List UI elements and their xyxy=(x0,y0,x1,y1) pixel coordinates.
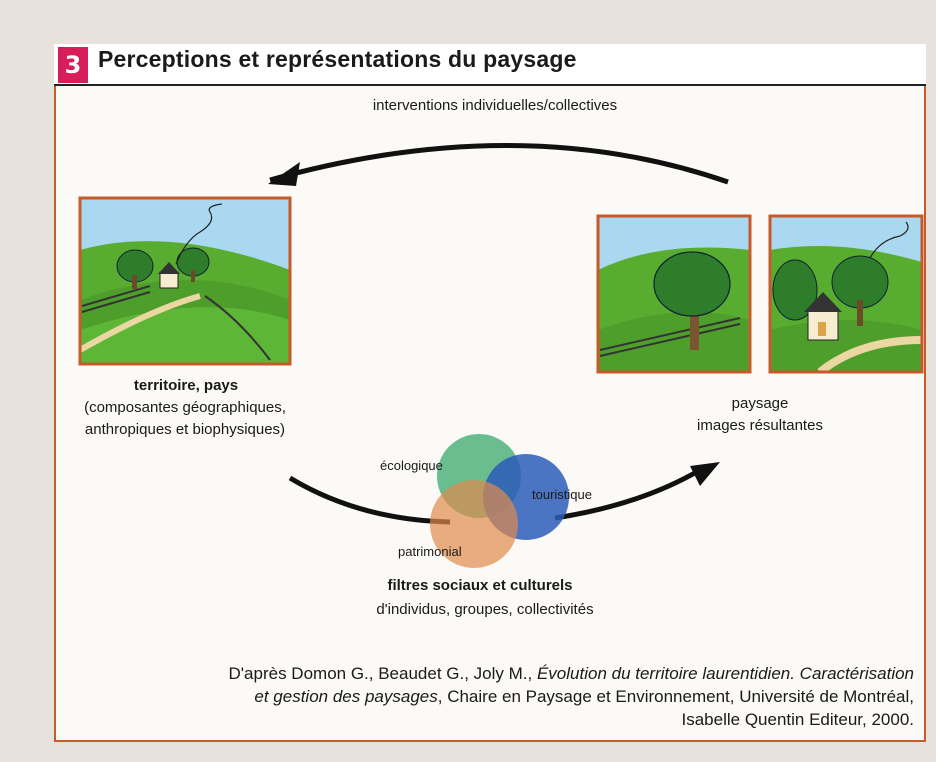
paysage-label: paysage xyxy=(731,395,789,412)
header-bar xyxy=(54,44,926,86)
bottom-arrow-right xyxy=(554,467,702,521)
bottom-arrow xyxy=(288,475,451,525)
top-arrow-label: interventions individuelles/collectives xyxy=(372,97,618,114)
paysage-desc: images résultantes xyxy=(697,417,823,434)
territoire-image xyxy=(80,198,290,364)
venn-label-ecologique: écologique xyxy=(380,458,443,473)
citation-line-2: et gestion des paysages, Chaire en Paysa… xyxy=(254,687,914,706)
diagram-panel xyxy=(54,44,926,742)
venn-label-patrimonial: patrimonial xyxy=(398,544,462,559)
territoire-label: territoire, pays xyxy=(133,377,239,394)
top-arrowhead xyxy=(268,162,300,186)
venn-circle-patrimonial xyxy=(430,480,518,568)
diagram-title: Perceptions et représentations du paysag… xyxy=(98,46,577,72)
bottom-arrowhead xyxy=(690,462,720,486)
filters-title: filtres sociaux et culturels xyxy=(387,577,573,594)
section-number-badge: 3 xyxy=(58,47,88,83)
citation: D'après Domon G., Beaudet G., Joly M., É… xyxy=(54,662,914,731)
territoire-desc-2: anthropiques et biophysiques) xyxy=(84,421,286,438)
citation-line-3: Isabelle Quentin Editeur, 2000. xyxy=(681,710,915,729)
filters-desc: d'individus, groupes, collectivités xyxy=(376,601,594,618)
top-arrow xyxy=(269,143,729,185)
paysage-image-2 xyxy=(770,216,922,372)
venn-label-touristique: touristique xyxy=(532,487,592,502)
citation-line-1: D'après Domon G., Beaudet G., Joly M., É… xyxy=(228,664,914,683)
paysage-image-1 xyxy=(598,216,750,372)
territoire-desc-1: (composantes géographiques, xyxy=(84,399,286,416)
